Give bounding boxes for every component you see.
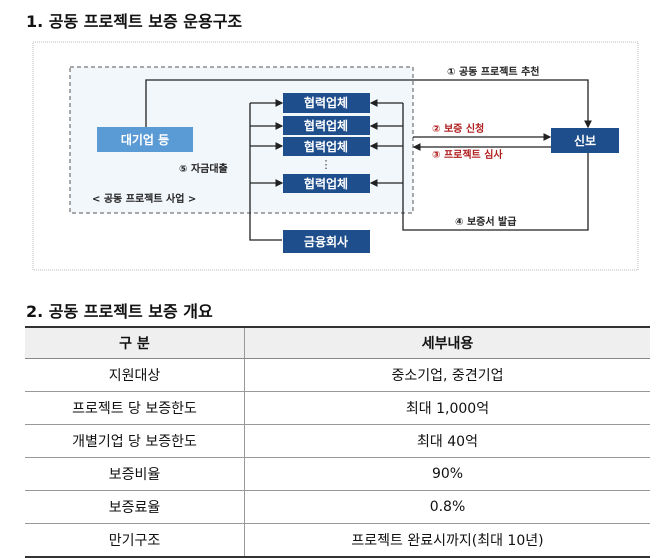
- partner-box-4: [283, 174, 370, 193]
- step2-label: ② 보증 신청: [432, 122, 484, 135]
- ellipsis: ⋮: [321, 158, 332, 171]
- financial-company-label: 금융회사: [304, 234, 348, 249]
- section-1-title: 1. 공동 프로젝트 보증 운용구조: [26, 12, 243, 31]
- section-2-title: 2. 공동 프로젝트 보증 개요: [26, 302, 213, 321]
- row-label: 프로젝트 당 보증한도: [25, 391, 245, 425]
- issue-bus-line: [402, 103, 589, 231]
- kodit-box: [551, 128, 619, 153]
- row-label: 만기구조: [25, 523, 245, 558]
- header-details: 세부내용: [244, 326, 650, 359]
- row-label: 개별기업 당 보증한도: [25, 424, 245, 458]
- partner-box-2: [283, 116, 370, 135]
- partner-label: 협력업체: [304, 118, 348, 133]
- step5-label: ⑤ 자금대출: [179, 162, 228, 175]
- large-company-box: [97, 127, 193, 152]
- row-label: 보증비율: [25, 457, 245, 491]
- recommend-arrow: [145, 79, 592, 129]
- partner-box-3: [283, 137, 370, 156]
- financial-company-box: [283, 230, 370, 253]
- loan-bus-line: [249, 103, 282, 241]
- step3-label: ③ 프로젝트 심사: [432, 148, 503, 161]
- row-value: 최대 1,000억: [244, 391, 650, 425]
- row-value: 90%: [244, 457, 650, 491]
- joint-project-label: < 공동 프로젝트 사업 >: [92, 192, 196, 205]
- row-value: 최대 40억: [244, 424, 650, 458]
- step1-label: ① 공동 프로젝트 추천: [447, 65, 540, 78]
- step4-label: ④ 보증서 발급: [455, 215, 516, 228]
- guarantee-structure-diagram: 대기업 등 협력업체 협력업체 협력업체 ⋮ 협력업체 금융회사 신보 ① 공동…: [32, 41, 639, 271]
- partner-box-1: [283, 93, 370, 113]
- row-value: 중소기업, 중견기업: [244, 358, 650, 392]
- partner-label: 협력업체: [304, 176, 348, 191]
- header-category: 구 분: [25, 326, 245, 359]
- large-company-label: 대기업 등: [121, 132, 169, 147]
- partner-label: 협력업체: [304, 95, 348, 110]
- row-value: 0.8%: [244, 490, 650, 524]
- kodit-label: 신보: [574, 133, 596, 148]
- row-label: 보증료율: [25, 490, 245, 524]
- row-label: 지원대상: [25, 358, 245, 392]
- row-value: 프로젝트 완료시까지(최대 10년): [244, 523, 650, 558]
- partner-label: 협력업체: [304, 139, 348, 154]
